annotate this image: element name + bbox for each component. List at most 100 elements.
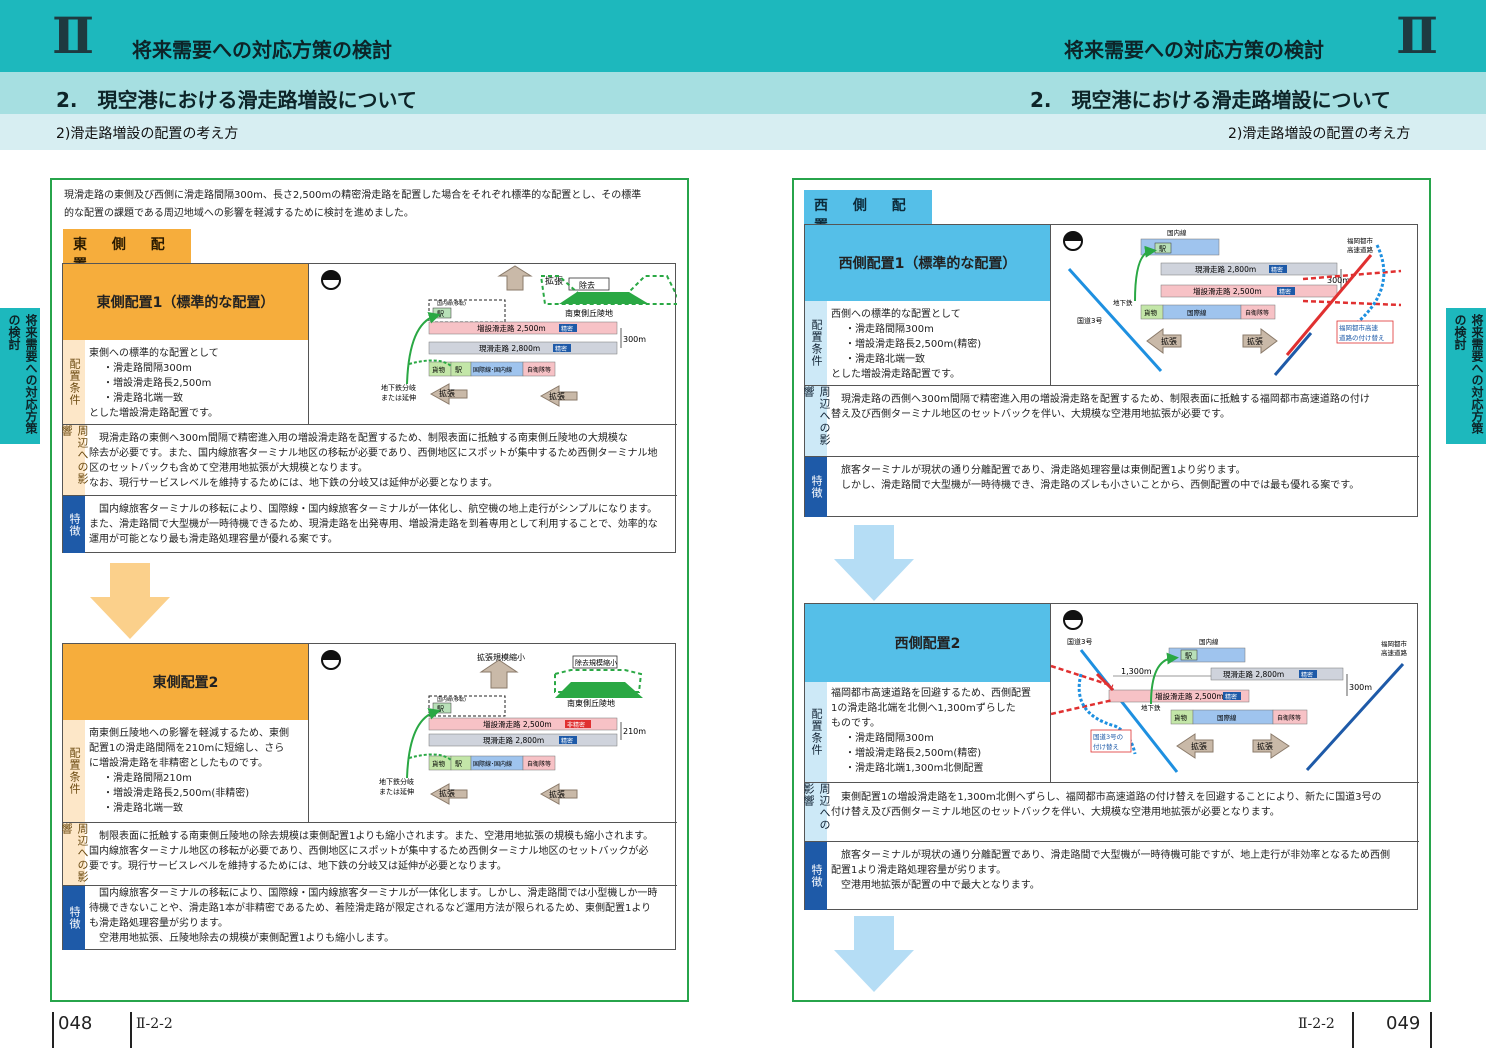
intro-line: 的な配置の課題である周辺地域への影響を軽減するために検討を進めました。 [64,208,414,219]
svg-text:拡張: 拡張 [1257,741,1273,751]
intro-text: 現滑走路の東側及び西側に滑走路間隔300m、長さ2,500mの精密滑走路を配置し… [64,187,684,223]
card-title: 西側配置2 [805,604,1050,682]
svg-text:1,300m: 1,300m [1121,667,1152,676]
west-plan-2-card: 西側配置2 配置条件 福岡都市高速道路を回避するため、西側配置 1の滑走路北端を… [802,603,1419,910]
impact-text: 現滑走路の東側へ300m間隔で精密進入用の増設滑走路を配置するため、制限表面に抵… [89,431,673,491]
svg-text:高速道路: 高速道路 [1347,245,1374,254]
feature-line: 空港用地拡張が配置の中で最大となります。 [831,880,1040,891]
svg-text:精密: 精密 [561,737,573,745]
section-title-right: 2. 現空港における滑走路増設について [1030,88,1391,112]
hill-label: 南東側丘陵地 [565,308,613,318]
expand-arrow-up-icon [497,265,533,291]
side-label-impact: 周辺への影響 [802,783,831,841]
west-plan-2-diagram: 国道3号 国内線 駅 1,300m 現滑走路 2,800m 精密 増設滑走路 2… [1051,610,1408,773]
card-title: 西側配置1（標準的な配置） [805,225,1050,301]
impact-line: 区のセットバックも含めて空港用地拡張が大規模となります。 [89,463,368,474]
svg-text:現滑走路 2,800m: 現滑走路 2,800m [479,343,540,353]
svg-text:精密: 精密 [1301,671,1313,679]
divider [63,822,677,823]
card-title: 東側配置2 [63,644,308,720]
cond-line: 福岡都市高速道路を回避するため、西側配置 [831,688,1031,699]
cond-line: ・増設滑走路長2,500m(精密) [845,339,982,350]
impact-text: 制限表面に抵触する南東側丘陵地の除去規模は東側配置1よりも縮小されます。また、空… [89,829,673,874]
svg-text:非精密: 非精密 [567,721,585,729]
svg-text:現滑走路 2,800m: 現滑走路 2,800m [1195,264,1256,274]
cond-line: ・滑走路北端一致 [103,803,183,814]
svg-text:現滑走路 2,800m: 現滑走路 2,800m [483,735,544,745]
svg-text:自衛隊等: 自衛隊等 [1245,309,1269,317]
impact-line: 付け替え及び西側ターミナル地区のセットバックを伴い、大規模な空港用地拡張が必要と… [831,807,1280,818]
svg-text:福岡都市高速: 福岡都市高速 [1339,323,1379,332]
divider [63,424,677,425]
north-arrow-icon [1063,610,1083,630]
svg-text:拡張: 拡張 [1161,336,1177,346]
divider [1050,225,1051,385]
divider [805,841,1419,842]
feature-text: 旅客ターミナルが現状の通り分離配置であり、滑走路処理容量は東側配置1より劣ります… [831,463,1415,493]
cond-line: 東側への標準的な配置として [89,348,219,359]
svg-text:増設滑走路 2,500m: 増設滑走路 2,500m [1193,286,1262,296]
feature-line: も滑走路処理容量が劣ります。 [89,918,228,929]
card-title: 東側配置1（標準的な配置） [63,264,308,340]
feature-line: また、滑走路間で大型機が一時待機できるため、現滑走路を出発専用、増設滑走路を到着… [89,519,658,530]
svg-text:駅: 駅 [1185,652,1192,660]
feature-line: 国内線旅客ターミナルの移転により、国際線・国内線旅客ターミナルが一体化します。し… [89,888,658,899]
svg-text:貨物: 貨物 [1174,713,1188,722]
down-arrow-icon [834,916,914,992]
svg-text:増設滑走路 2,500m: 増設滑走路 2,500m [477,323,546,333]
svg-text:国内線: 国内線 [1167,228,1187,237]
svg-text:付け替え: 付け替え [1093,742,1119,751]
conditions-text: 東側への標準的な配置として ・滑走路間隔300m ・増設滑走路長2,500m ・… [89,346,304,421]
cond-line: 西側への標準的な配置として [831,309,961,320]
expand-label: 拡張 [545,275,563,287]
side-label-feature: 特徴 [63,886,85,950]
conditions-text: 西側への標準的な配置として ・滑走路間隔300m ・増設滑走路長2,500m(精… [831,307,1046,382]
divider [63,495,677,496]
west-plan-1-diagram: 国道3号 国内線 駅 現滑走路 2,800m 精密 増設滑走路 2,500m 精… [1063,228,1402,376]
side-label-conditions: 配置条件 [63,720,85,822]
impact-line: 替え及び西側ターミナル地区のセットバックを伴い、大規模な空港用地拡張が必要です。 [831,409,1230,420]
impact-line: なお、現行サービスレベルを維持するためには、地下鉄の分岐又は延伸が必要となります… [89,478,498,489]
north-arrow-icon [321,650,341,670]
svg-text:拡張: 拡張 [1191,741,1207,751]
svg-text:国内線(移転): 国内線(移転) [437,300,466,307]
svg-text:貨物: 貨物 [1144,308,1158,317]
side-label-conditions: 配置条件 [63,340,85,424]
svg-text:210m: 210m [623,727,646,736]
header-band [0,0,1486,72]
cond-line: に増設滑走路を非精密としたものです。 [89,758,268,769]
subsection-title-right: 2)滑走路増設の配置の考え方 [1228,126,1411,142]
side-label-conditions: 配置条件 [805,301,827,385]
side-label-impact: 周辺への影響 [60,823,89,885]
cond-line: ・増設滑走路長2,500m(非精密) [103,788,250,799]
svg-text:拡張: 拡張 [549,391,565,401]
footer-rule [1430,1012,1432,1048]
page-number-right: 049 [1386,1013,1421,1034]
hill-shape [559,292,649,304]
impact-line: 要です。現行サービスレベルを維持するためには、地下鉄の分岐又は延伸が必要となりま… [89,861,507,872]
footer-rule [1352,1012,1354,1048]
svg-text:現滑走路 2,800m: 現滑走路 2,800m [1223,669,1284,679]
impact-line: 国内線旅客ターミナル地区の移転が必要であり、西側地区にスポットが集中するため西側… [89,846,649,857]
side-tab-left: 将来需要への対応方策の検討 [0,308,40,444]
conditions-text: 南東側丘陵地への影響を軽減するため、東側 配置1の滑走路間隔を210mに短縮し、… [89,726,304,816]
remove-label: 除去 [579,280,595,290]
subsection-band [0,114,1486,150]
side-label-conditions: 配置条件 [805,682,827,782]
side-label-feature: 特徴 [63,496,85,553]
svg-text:国内線(移転): 国内線(移転) [437,696,466,703]
svg-text:除去規模縮小: 除去規模縮小 [575,658,617,667]
cond-line: 南東側丘陵地への影響を軽減するため、東側 [89,728,289,739]
impact-line: 現滑走路の東側へ300m間隔で精密進入用の増設滑走路を配置するため、制限表面に抵… [89,433,628,444]
svg-text:自衛隊等: 自衛隊等 [527,366,551,374]
footer-rule [130,1012,132,1048]
svg-text:精密: 精密 [1271,266,1283,274]
cond-line: ・増設滑走路長2,500m [103,378,212,389]
svg-text:精密: 精密 [555,345,567,353]
svg-text:貨物: 貨物 [432,365,446,374]
svg-text:地下鉄: 地下鉄 [1141,703,1161,712]
svg-text:精密: 精密 [1279,288,1291,296]
svg-text:または延伸: または延伸 [379,787,414,796]
down-arrow-icon [90,563,170,639]
cond-line: 1の滑走路北端を北側へ1,300mずらした [831,703,1016,714]
